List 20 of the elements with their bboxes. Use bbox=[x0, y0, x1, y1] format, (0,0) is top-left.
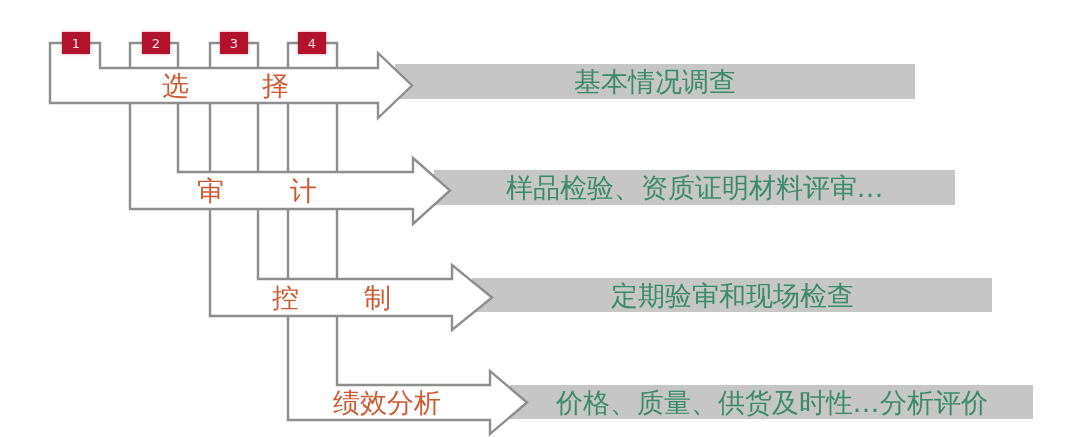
result-bar bbox=[434, 170, 955, 205]
result-bar bbox=[472, 278, 992, 312]
step-number: 4 bbox=[307, 36, 317, 50]
stage-label: 审 计 bbox=[197, 177, 317, 204]
result-text: 基本情况调查 bbox=[574, 68, 736, 95]
result-bar bbox=[510, 385, 1033, 419]
step-number: 2 bbox=[151, 36, 161, 50]
step-marker bbox=[220, 32, 248, 54]
step-marker bbox=[298, 32, 326, 54]
stage-label: 选 择 bbox=[162, 72, 289, 99]
stage-label: 绩效分析 bbox=[333, 389, 441, 416]
stage-label: 控 制 bbox=[272, 284, 391, 311]
result-bar bbox=[395, 64, 915, 99]
result-text: 价格、质量、供货及时性…分析评价 bbox=[555, 388, 988, 416]
step-marker bbox=[142, 32, 170, 54]
result-text: 样品检验、资质证明材料评审… bbox=[505, 174, 884, 201]
result-text: 定期验审和现场检查 bbox=[610, 281, 854, 309]
step-marker bbox=[62, 32, 90, 54]
step-number: 3 bbox=[229, 36, 239, 50]
step-number: 1 bbox=[71, 36, 81, 50]
